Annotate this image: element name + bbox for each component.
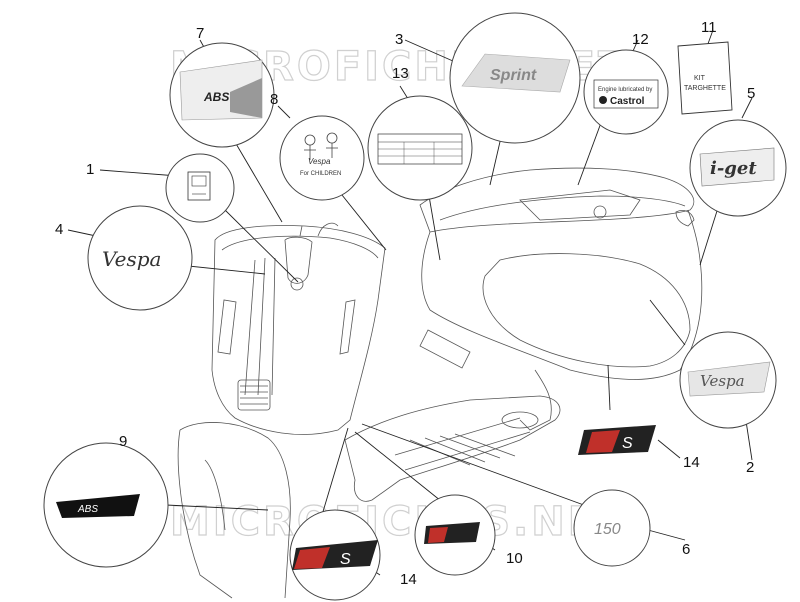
scooter-body bbox=[177, 167, 703, 599]
callout-1: 1 bbox=[86, 161, 94, 178]
cc-150-text: 150 bbox=[594, 521, 621, 538]
abs-bubble-text: ABS bbox=[203, 90, 229, 104]
abs-strip-text: ABS bbox=[77, 504, 98, 515]
decal-sprint-bubble: Sprint bbox=[449, 12, 581, 144]
callout-11: 11 bbox=[701, 19, 717, 36]
callout-7: 7 bbox=[196, 25, 204, 42]
sprint-text: Sprint bbox=[490, 67, 537, 84]
callout-2: 2 bbox=[746, 459, 754, 476]
callout-3: 3 bbox=[395, 31, 403, 48]
decal-s-mark-bottom-bubble: S bbox=[289, 509, 381, 601]
callout-10: 10 bbox=[506, 550, 523, 567]
kit-line2: TARGHETTE bbox=[684, 85, 726, 92]
oil-label-brand: Castrol bbox=[610, 96, 645, 107]
callout-14-bottom: 14 bbox=[400, 571, 417, 588]
decal-abs-bubble: ABS bbox=[169, 42, 275, 148]
callout-13: 13 bbox=[392, 65, 409, 82]
vespa-logo-text-a: Vespa bbox=[102, 247, 161, 271]
callout-4: 4 bbox=[55, 221, 63, 238]
callout-5: 5 bbox=[747, 85, 755, 102]
decal-castrol-bubble: Engine lubricated by Castrol bbox=[583, 49, 669, 135]
iget-text: i-get bbox=[710, 158, 757, 179]
oil-label-line1: Engine lubricated by bbox=[598, 87, 652, 93]
kit-line1: KIT bbox=[694, 75, 706, 82]
children-brand-text: Vespa bbox=[308, 157, 331, 166]
decal-kit-bag: KIT TARGHETTE bbox=[677, 41, 733, 115]
callout-9: 9 bbox=[119, 433, 127, 450]
callout-12: 12 bbox=[632, 31, 649, 48]
s-mark-text-a: S bbox=[622, 435, 633, 452]
decal-vespa-logo-bubble: Vespa bbox=[87, 205, 193, 311]
callout-6: 6 bbox=[682, 541, 690, 558]
decal-badge-bubble bbox=[414, 494, 496, 576]
watermark-bottom: MICROFICHES.NET bbox=[170, 499, 628, 545]
decal-150-bubble: 150 bbox=[573, 489, 651, 567]
decal-abs-strip-bubble: ABS bbox=[43, 442, 169, 568]
decal-children-bubble: Vespa For CHILDREN bbox=[279, 115, 365, 201]
decal-plate-bubble bbox=[165, 153, 235, 223]
decal-iget-bubble: i-get bbox=[689, 119, 787, 217]
callout-8: 8 bbox=[270, 91, 278, 108]
s-mark-text-b: S bbox=[340, 551, 351, 568]
callout-numbers: 1 2 3 4 5 6 7 8 9 10 11 12 13 14 14 bbox=[55, 19, 755, 588]
callout-14-right: 14 bbox=[683, 454, 700, 471]
decal-vespa-side-bubble: Vespa bbox=[679, 331, 777, 429]
children-caption: For CHILDREN bbox=[300, 171, 341, 177]
vespa-logo-text-b: Vespa bbox=[700, 372, 745, 390]
decal-s-mark-right: S bbox=[578, 425, 656, 455]
decal-label-bubble bbox=[367, 95, 473, 201]
